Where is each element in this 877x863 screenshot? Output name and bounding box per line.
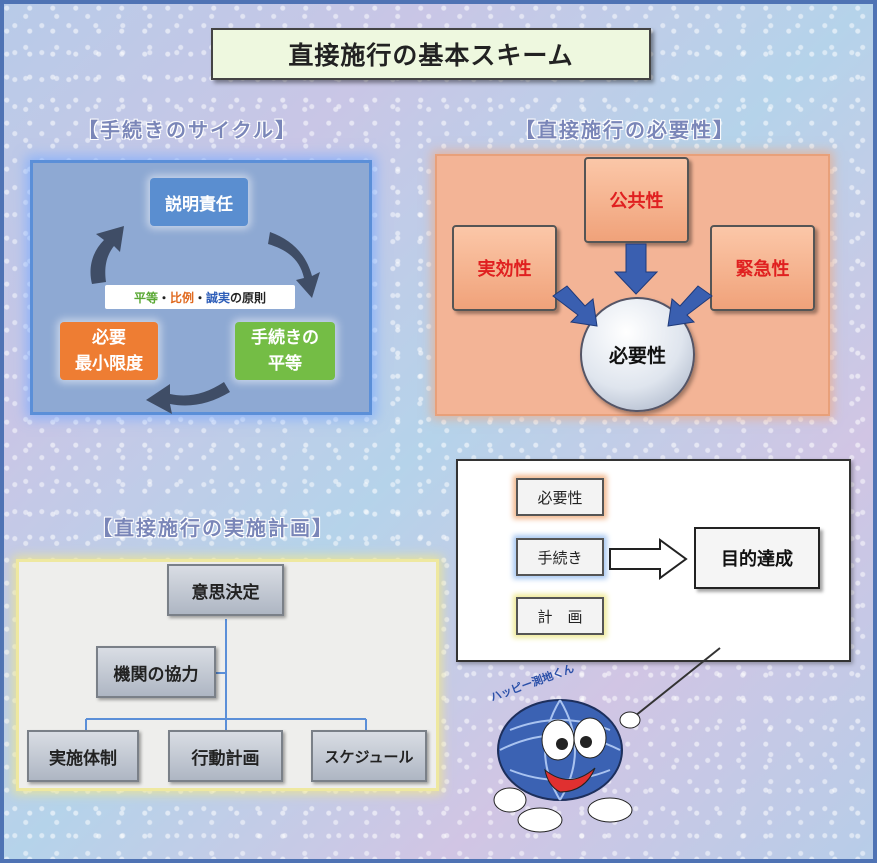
goal-procedure-tag: 手続き (516, 538, 604, 576)
necessity-heading: 【直接施行の必要性】 (515, 118, 735, 142)
cycle-heading: 【手続きのサイクル】 (78, 118, 297, 142)
decision-box: 意思決定 (167, 564, 284, 616)
cycle-arrow-left (90, 226, 124, 284)
cooperation-box: 機関の協力 (96, 646, 216, 698)
arrow-effective (552, 285, 598, 327)
goal-planning-tag: 計 画 (516, 597, 604, 635)
principle-dot-1: ・ (157, 290, 170, 305)
principle-equal: 平等 (133, 290, 158, 305)
page-title: 直接施行の基本スキーム (211, 28, 651, 80)
system-box: 実施体制 (27, 730, 139, 782)
equal-procedure-line1: 手続きの (251, 328, 319, 348)
principle-label: 平等 ・ 比例 ・ 誠実 の原則 (105, 285, 295, 309)
mascot-illustration (493, 647, 721, 833)
cycle-arrow-bottom (146, 382, 230, 414)
minimum-necessity-box: 必要 最小限度 (60, 322, 158, 380)
public-box: 公共性 (584, 157, 689, 243)
necessity-arrows (552, 243, 713, 327)
equal-procedure-box: 手続きの 平等 (235, 322, 335, 380)
cycle-arrows (90, 226, 320, 414)
effective-box: 実効性 (452, 225, 557, 311)
minimum-line1: 必要 (92, 328, 126, 348)
principle-proportion: 比例 (169, 290, 194, 305)
cycle-arrow-top-right (268, 232, 320, 298)
plan-heading: 【直接施行の実施計画】 (92, 516, 334, 540)
principle-dot-2: ・ (194, 290, 207, 305)
goal-result-box: 目的達成 (694, 527, 820, 589)
plan-connectors (85, 619, 367, 731)
accountability-box: 説明責任 (150, 178, 248, 226)
urgent-box: 緊急性 (710, 225, 815, 311)
equal-procedure-line2: 平等 (268, 354, 302, 374)
goal-arrow (609, 538, 688, 580)
action-plan-box: 行動計画 (168, 730, 283, 782)
minimum-line2: 最小限度 (75, 354, 143, 374)
arrow-urgent (667, 285, 713, 327)
principle-sincerity: 誠実 (206, 290, 231, 305)
goal-necessity-tag: 必要性 (516, 478, 604, 516)
arrow-public-down (613, 243, 659, 295)
schedule-box: スケジュール (311, 730, 427, 782)
principle-suffix: の原則 (230, 290, 267, 305)
